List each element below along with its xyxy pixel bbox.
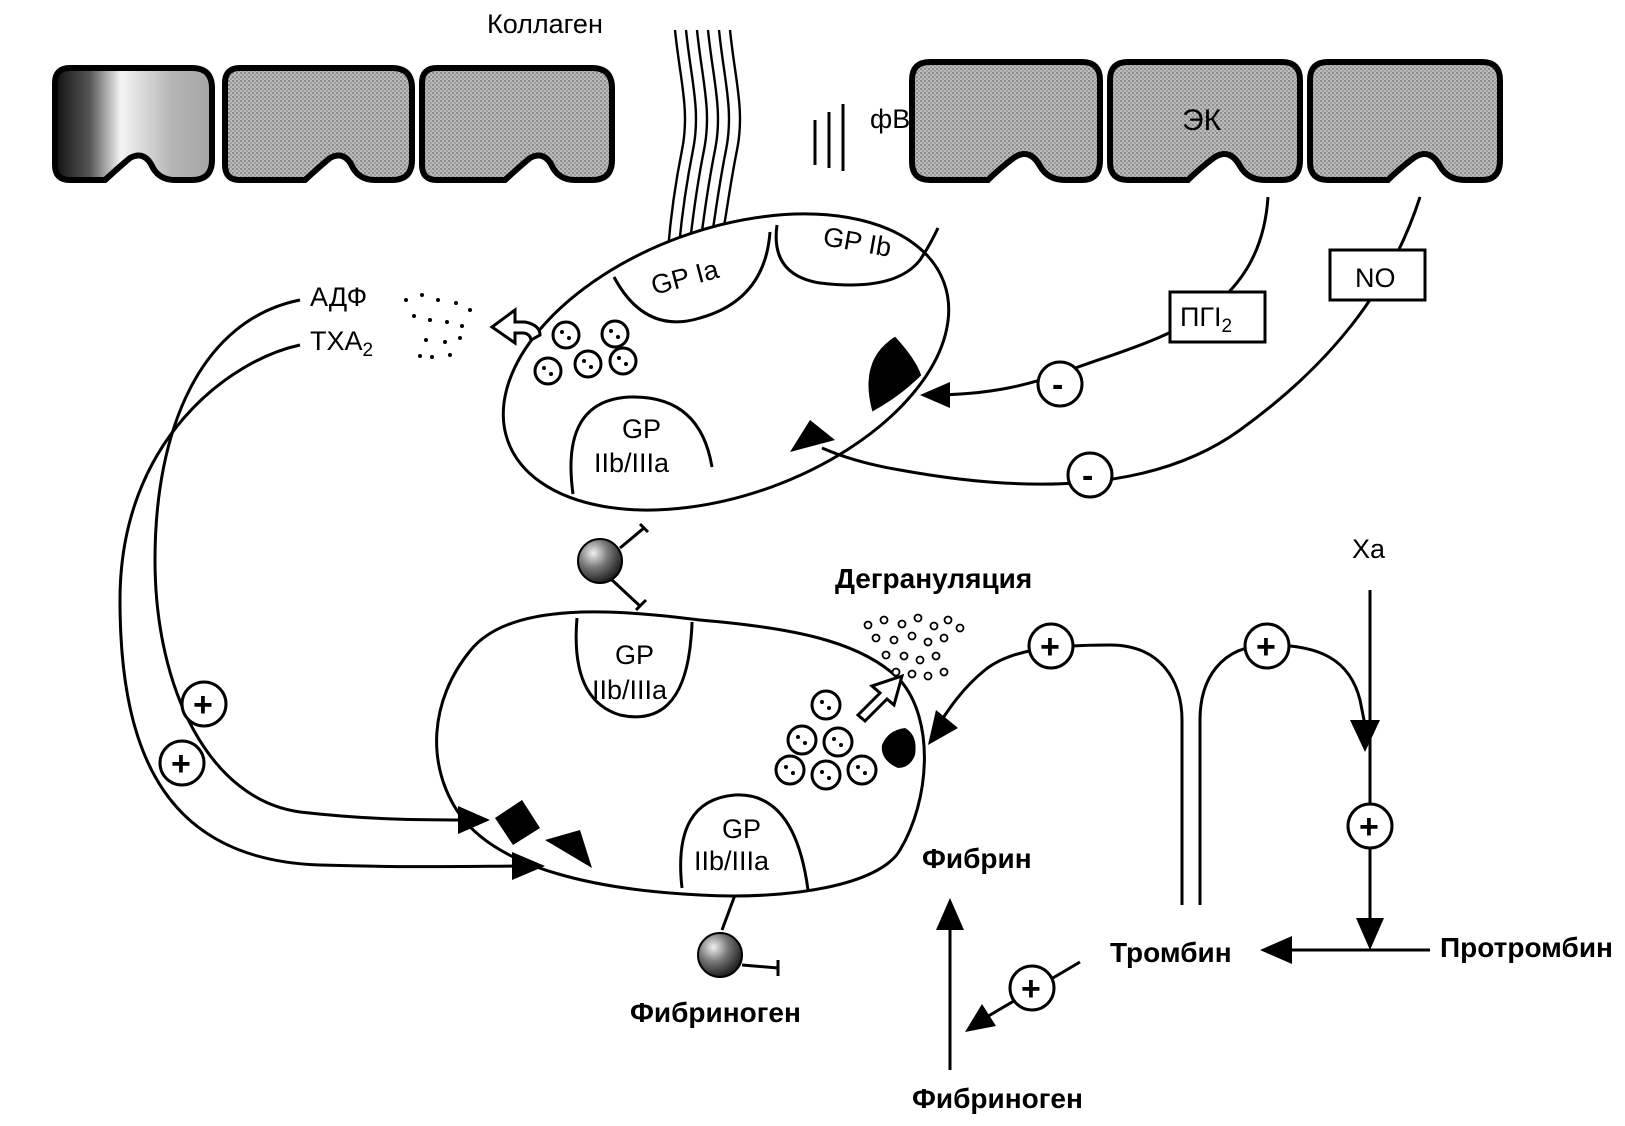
xa-label: Xa bbox=[1352, 534, 1386, 564]
adp-activation-line bbox=[153, 298, 481, 822]
granule-dots bbox=[784, 700, 867, 780]
fibrinogen-bottom-label: Фибриноген bbox=[912, 1083, 1083, 1114]
iib-iiia-label: IIb/IIIa bbox=[592, 675, 668, 705]
fibrinogen-label: Фибриноген bbox=[630, 997, 801, 1028]
no-target-arrowhead bbox=[790, 420, 835, 452]
pgi-subscript: 2 bbox=[1222, 316, 1233, 337]
endothelial-cell bbox=[419, 65, 615, 183]
secreted-particles bbox=[404, 293, 472, 359]
platelet-top: GP Ia GP Ib GP IIb/IIIa bbox=[489, 212, 951, 512]
iib-iiia-label: IIb/IIIa bbox=[694, 846, 770, 876]
thrombin-receptor bbox=[881, 728, 916, 768]
gp-iib-iiia-receptor bbox=[569, 395, 714, 495]
txa2-arrowhead bbox=[512, 852, 545, 880]
svg-text:+: + bbox=[171, 745, 191, 783]
fibrinogen-molecule bbox=[577, 538, 623, 584]
degranulation-particles bbox=[863, 613, 965, 681]
collagen-label: Коллаген bbox=[487, 9, 603, 39]
collagen-fibers bbox=[666, 29, 742, 251]
txa2-activation-line bbox=[118, 343, 531, 869]
svg-text:+: + bbox=[1256, 628, 1276, 666]
no-box bbox=[1328, 248, 1427, 302]
secretion-arrow-icon bbox=[489, 307, 542, 346]
pgi2-box bbox=[1168, 290, 1267, 344]
ec-label: ЭК bbox=[1182, 104, 1222, 137]
adp-arrowhead bbox=[458, 806, 490, 834]
granules bbox=[774, 689, 878, 791]
txa2-label: TXA2 bbox=[310, 326, 373, 361]
plus-sign-fibrinogen: + bbox=[1008, 964, 1056, 1012]
fibrinogen-molecule bbox=[697, 932, 743, 978]
fibrinogen-bridge bbox=[577, 522, 650, 612]
svg-text:+: + bbox=[1021, 970, 1041, 1008]
adp-receptor bbox=[495, 800, 540, 845]
gp-ia-receptor bbox=[612, 231, 772, 324]
endothelial-cell bbox=[52, 65, 215, 183]
granules bbox=[533, 319, 638, 386]
prothrombin-arrowhead bbox=[1260, 936, 1292, 964]
granule-dots bbox=[542, 329, 628, 376]
no-label: NO bbox=[1355, 263, 1396, 293]
endothelial-cell bbox=[1107, 59, 1303, 183]
minus-sign-pgi2: - bbox=[1036, 360, 1084, 408]
gp-iib-iiia-receptor bbox=[574, 617, 694, 719]
txa2-receptor bbox=[545, 830, 592, 868]
no-pathway-line bbox=[821, 196, 1422, 486]
endothelium-right bbox=[909, 59, 1503, 183]
fibrin-arrowhead bbox=[936, 898, 964, 930]
endothelial-cell bbox=[1307, 59, 1503, 183]
plus-sign-xa: + bbox=[1346, 802, 1394, 850]
gp-label: GP bbox=[722, 814, 761, 844]
xa-arrowhead bbox=[1356, 918, 1384, 950]
svg-text:+: + bbox=[193, 686, 213, 724]
pgi2-receptor bbox=[868, 336, 922, 412]
degranulation-label: Дегрануляция bbox=[835, 563, 1032, 594]
thrombin-xa-arrowhead bbox=[1350, 720, 1380, 752]
gp-label: GP bbox=[622, 414, 661, 444]
iib-iiia-label: IIb/IIIa bbox=[594, 448, 670, 478]
gp-ib-receptor bbox=[774, 224, 940, 287]
pgi2-label: ПГI2 bbox=[1180, 302, 1232, 337]
fibrinogen-anchor bbox=[697, 894, 780, 978]
endothelial-cell bbox=[222, 65, 415, 183]
gp-iib-iiia-receptor bbox=[679, 793, 810, 891]
adp-label: АДФ bbox=[310, 282, 367, 312]
gp-label: GP bbox=[615, 640, 654, 670]
pgi2-pathway-line bbox=[929, 196, 1270, 397]
thrombin-label: Тромбин bbox=[1110, 937, 1232, 968]
platelet-membrane bbox=[501, 212, 951, 512]
minus-sign-no: - bbox=[1066, 451, 1114, 499]
prothrombin-label: Протромбин bbox=[1440, 932, 1613, 963]
txa-subscript: 2 bbox=[363, 340, 374, 361]
svg-text:+: + bbox=[1359, 808, 1379, 846]
plus-sign-adp: + bbox=[180, 680, 228, 728]
plus-sign-thrombin-loop: + bbox=[1243, 622, 1291, 670]
txa-text: TXA bbox=[310, 326, 363, 356]
pgi-text: ПГI bbox=[1180, 302, 1222, 332]
vwf-lines bbox=[813, 104, 845, 171]
thrombin-feedback-arrowhead bbox=[928, 710, 958, 745]
svg-text:-: - bbox=[1082, 457, 1093, 495]
plus-sign-platelet: + bbox=[1027, 622, 1075, 670]
degranulation-arrow-icon bbox=[855, 673, 905, 724]
thrombin-xa-feedback-line bbox=[1198, 643, 1367, 905]
pgi2-arrowhead bbox=[920, 382, 950, 408]
platelet-bottom: GP IIb/IIIa GP IIb/IIIa bbox=[435, 610, 926, 898]
plus-sign-txa2: + bbox=[158, 739, 206, 787]
svg-text:+: + bbox=[1040, 628, 1060, 666]
endothelial-cell bbox=[909, 59, 1103, 183]
thrombin-to-fibrinogen-arrowhead bbox=[965, 1004, 996, 1032]
svg-text:-: - bbox=[1052, 366, 1063, 404]
vwf-label: фВ bbox=[870, 104, 910, 134]
endothelium-left bbox=[52, 65, 615, 183]
fibrin-label: Фибрин bbox=[922, 843, 1032, 874]
